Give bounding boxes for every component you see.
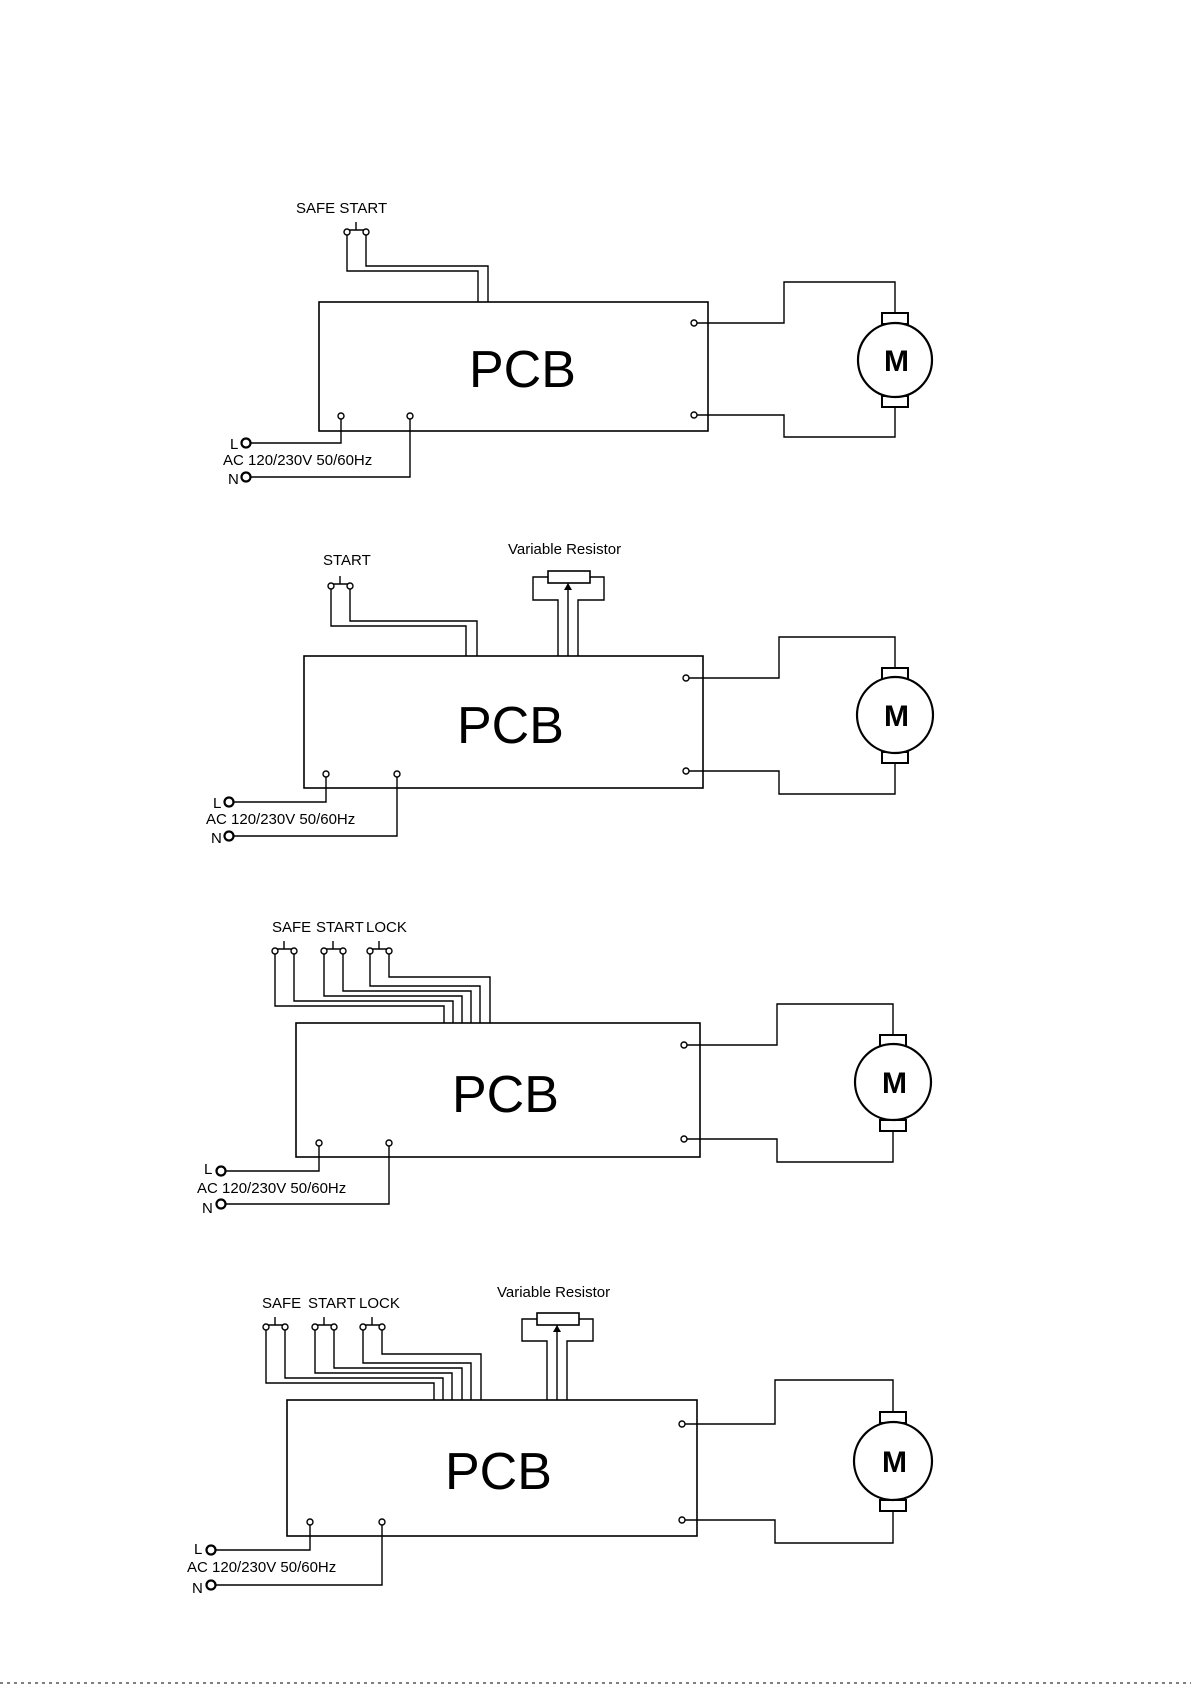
live-label: L — [230, 436, 238, 453]
live-terminal — [207, 1546, 216, 1555]
variable-resistor — [522, 1313, 593, 1400]
motor-label: M — [884, 345, 909, 378]
pcb-label: PCB — [469, 341, 576, 399]
diagram-3: SAFE START LOCK PCB — [197, 919, 931, 1217]
start-switch — [321, 941, 346, 954]
live-terminal — [217, 1167, 226, 1176]
lock-switch — [367, 941, 392, 954]
motor-label: M — [882, 1446, 907, 1479]
neutral-terminal — [242, 473, 251, 482]
pcb-label: PCB — [452, 1066, 559, 1124]
safe-label: SAFE — [262, 1295, 301, 1312]
neutral-terminal — [217, 1200, 226, 1209]
motor-label: M — [882, 1067, 907, 1100]
safe-label: SAFE — [272, 919, 311, 936]
start-label: START — [323, 552, 371, 569]
neutral-label: N — [211, 830, 222, 847]
supply-label: AC 120/230V 50/60Hz — [223, 452, 372, 469]
neutral-label: N — [202, 1200, 213, 1217]
neutral-label: N — [228, 471, 239, 488]
start-switch — [312, 1317, 337, 1330]
supply-label: AC 120/230V 50/60Hz — [206, 811, 355, 828]
neutral-terminal — [225, 832, 234, 841]
live-label: L — [194, 1541, 202, 1558]
live-terminal — [242, 439, 251, 448]
neutral-terminal — [207, 1581, 216, 1590]
start-label: START — [308, 1295, 356, 1312]
lock-label: LOCK — [359, 1295, 400, 1312]
start-switch — [328, 576, 353, 589]
neutral-label: N — [192, 1580, 203, 1597]
live-label: L — [213, 795, 221, 812]
diagram-2: START Variable Resistor PCB L N AC 120/2… — [206, 541, 933, 847]
pcb-label: PCB — [445, 1443, 552, 1501]
motor-label: M — [884, 700, 909, 733]
supply-label: AC 120/230V 50/60Hz — [187, 1559, 336, 1576]
safe-start-label: SAFE START — [296, 200, 387, 217]
pcb-label: PCB — [457, 697, 564, 755]
safe-switch — [263, 1317, 288, 1330]
supply-label: AC 120/230V 50/60Hz — [197, 1180, 346, 1197]
live-label: L — [204, 1161, 212, 1178]
diagram-4: SAFE START LOCK Variable Resistor — [187, 1284, 932, 1597]
live-terminal — [225, 798, 234, 807]
safe-start-switch — [344, 222, 369, 235]
lock-label: LOCK — [366, 919, 407, 936]
variable-resistor-label: Variable Resistor — [508, 541, 621, 558]
diagram-1: SAFE START PCB L N AC 120/230V 50/60Hz M — [223, 200, 932, 488]
variable-resistor-label: Variable Resistor — [497, 1284, 610, 1301]
variable-resistor — [533, 571, 604, 656]
lock-switch — [360, 1317, 385, 1330]
start-label: START — [316, 919, 364, 936]
safe-switch — [272, 941, 297, 954]
